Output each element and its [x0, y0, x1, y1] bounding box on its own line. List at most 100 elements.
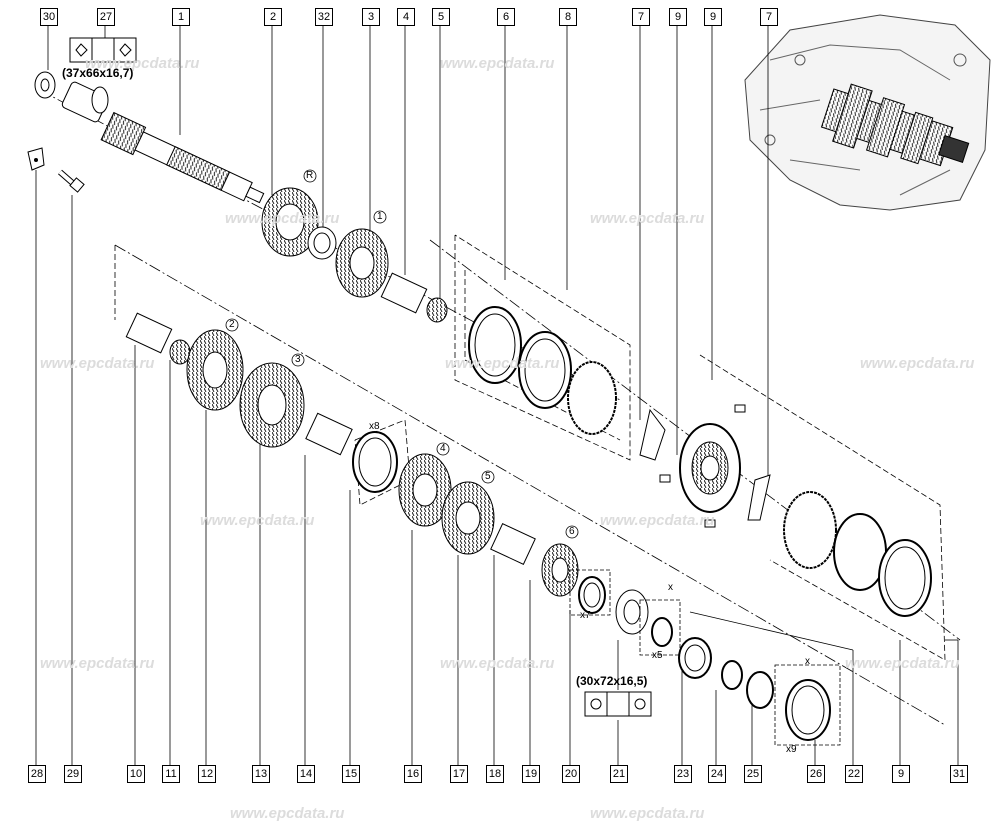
part-15-shim: [352, 431, 398, 493]
callout-17[interactable]: 17: [450, 765, 468, 783]
callout-2[interactable]: 2: [264, 8, 282, 26]
part-1-input-shaft: [100, 111, 265, 204]
part-8-synchro-ring: [518, 331, 572, 409]
callout-9c[interactable]: 9: [892, 765, 910, 783]
callout-16[interactable]: 16: [404, 765, 422, 783]
part-26-shim: [785, 679, 831, 741]
circled-mark-4: 4: [440, 443, 446, 454]
callout-20[interactable]: 20: [562, 765, 580, 783]
callout-26[interactable]: 26: [807, 765, 825, 783]
watermark: www.epcdata.ru: [590, 805, 705, 822]
circled-mark-6: 6: [569, 526, 575, 537]
part-24-circlip: [721, 660, 743, 690]
watermark: www.epcdata.ru: [40, 655, 155, 672]
circled-mark-5: 5: [485, 471, 491, 482]
watermark: www.epcdata.ru: [230, 805, 345, 822]
circled-mark-3: 3: [295, 354, 301, 365]
bearing-size-top: (37x66x16,7): [62, 66, 134, 80]
part-32-washer: [307, 226, 337, 260]
callout-11[interactable]: 11: [162, 765, 180, 783]
callout-19[interactable]: 19: [522, 765, 540, 783]
callout-22[interactable]: 22: [845, 765, 863, 783]
callout-9b[interactable]: 9: [704, 8, 722, 26]
part-7-spring-b: [747, 474, 771, 521]
part-13-gear: [239, 362, 305, 448]
callout-5[interactable]: 5: [432, 8, 450, 26]
callout-25[interactable]: 25: [744, 765, 762, 783]
part-9-synchro-hub: [679, 423, 741, 513]
watermark: www.epcdata.ru: [200, 512, 315, 529]
part-16-gear: [398, 453, 452, 527]
part-synchro-cone: [567, 361, 617, 435]
callout-29[interactable]: 29: [64, 765, 82, 783]
watermark: www.epcdata.ru: [860, 355, 975, 372]
circled-mark-r: R: [306, 170, 314, 181]
watermark: www.epcdata.ru: [440, 655, 555, 672]
callout-9[interactable]: 9: [669, 8, 687, 26]
part-21-bearing: [615, 589, 649, 635]
watermark: www.epcdata.ru: [225, 210, 340, 227]
watermark: www.epcdata.ru: [600, 512, 715, 529]
part-28-tab: [27, 147, 45, 171]
callout-6[interactable]: 6: [497, 8, 515, 26]
circled-mark-2: 2: [229, 319, 235, 330]
callout-27[interactable]: 27: [97, 8, 115, 26]
gearbox-housing-thumbnail: [744, 14, 991, 211]
callout-31[interactable]: 31: [950, 765, 968, 783]
part-27-bearing: [61, 81, 109, 123]
qty-x5: x5: [652, 650, 663, 661]
watermark: www.epcdata.ru: [845, 655, 960, 672]
callout-10[interactable]: 10: [127, 765, 145, 783]
callout-15[interactable]: 15: [342, 765, 360, 783]
part-7-spring: [639, 408, 666, 461]
part-29-bolt: [58, 169, 85, 193]
callout-18[interactable]: 18: [486, 765, 504, 783]
part-30-washer: [34, 71, 56, 99]
callout-8[interactable]: 8: [559, 8, 577, 26]
callout-7b[interactable]: 7: [760, 8, 778, 26]
part-25-circlip: [746, 671, 774, 709]
circled-marks: [225, 169, 579, 539]
part-23-washer: [678, 637, 712, 679]
part-18-bushing: [490, 523, 536, 565]
part-5-needle-bearing: [426, 297, 448, 323]
marker-x: x: [805, 656, 810, 667]
part-10-bushing: [125, 312, 173, 354]
callout-4[interactable]: 4: [397, 8, 415, 26]
symbol-frame-27: [69, 37, 137, 63]
leader-lines: [35, 24, 959, 765]
callout-24[interactable]: 24: [708, 765, 726, 783]
marker-x: x: [668, 582, 673, 593]
part-14-bushing: [305, 412, 353, 456]
part-x5-circlip: [651, 617, 673, 647]
symbol-frame-21: [584, 691, 652, 717]
qty-x8: x8: [369, 421, 380, 432]
bearing-size-bottom: (30x72x16,5): [576, 674, 648, 688]
callout-28[interactable]: 28: [28, 765, 46, 783]
watermark: www.epcdata.ru: [590, 210, 705, 227]
callout-23[interactable]: 23: [674, 765, 692, 783]
callout-1[interactable]: 1: [172, 8, 190, 26]
callout-12[interactable]: 12: [198, 765, 216, 783]
part-11-needle-bearing: [169, 339, 191, 365]
callout-30[interactable]: 30: [40, 8, 58, 26]
part-20-circlip: [578, 576, 606, 614]
watermark: www.epcdata.ru: [440, 55, 555, 72]
callout-14[interactable]: 14: [297, 765, 315, 783]
part-2-gear: [261, 187, 319, 257]
callout-7[interactable]: 7: [632, 8, 650, 26]
callout-3[interactable]: 3: [362, 8, 380, 26]
callout-13[interactable]: 13: [252, 765, 270, 783]
part-synchro-rings-right: [783, 491, 932, 617]
qty-x9: x9: [786, 744, 797, 755]
part-9-key: [659, 404, 746, 528]
watermark: www.epcdata.ru: [445, 355, 560, 372]
callout-32[interactable]: 32: [315, 8, 333, 26]
callout-21[interactable]: 21: [610, 765, 628, 783]
part-6-synchro-ring: [468, 306, 522, 384]
part-19-gear: [541, 543, 579, 597]
part-12-gear: [186, 329, 244, 411]
circled-mark-1: 1: [377, 211, 383, 222]
